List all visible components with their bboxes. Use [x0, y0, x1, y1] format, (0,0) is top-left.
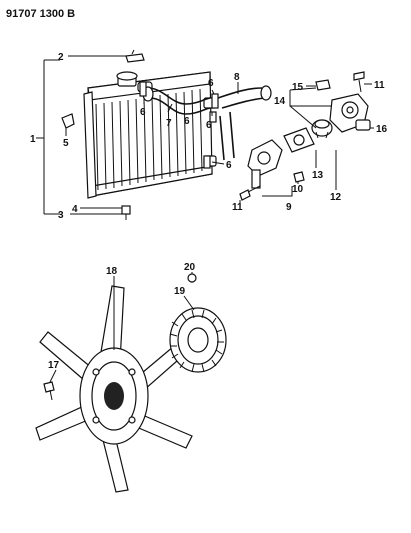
- callout-18: 18: [106, 266, 118, 277]
- bolt: [353, 71, 365, 93]
- callout-7: 7: [166, 118, 172, 129]
- reference-number: 91707 1300 B: [6, 8, 75, 20]
- callout-11a: 11: [374, 80, 385, 91]
- callout-19: 19: [174, 286, 186, 297]
- callout-16: 16: [376, 124, 388, 135]
- callout-14: 14: [274, 96, 286, 107]
- callout-15: 15: [292, 82, 304, 93]
- callout-6a: 6: [140, 107, 146, 118]
- cap-part: [125, 49, 145, 63]
- radiator-core: [95, 88, 203, 191]
- nut-20: [187, 273, 197, 283]
- cooling-fan: [35, 285, 195, 493]
- drain-cock: [121, 205, 131, 220]
- nut: [293, 171, 305, 183]
- bolt-lower: [239, 185, 261, 201]
- callout-12: 12: [330, 192, 342, 203]
- callout-11b: 11: [232, 202, 243, 213]
- side-bracket: [61, 113, 75, 129]
- hose-clamp: [139, 81, 219, 169]
- callout-4: 4: [72, 204, 78, 215]
- leader-lines: [36, 55, 374, 383]
- callout-1: 1: [30, 134, 36, 145]
- callout-6e: 6: [226, 160, 232, 171]
- callout-9: 9: [286, 202, 292, 213]
- callout-2: 2: [58, 52, 64, 63]
- fan-clutch: [169, 307, 227, 373]
- fan-bolt: [43, 381, 55, 401]
- radiator-cap: [116, 71, 138, 87]
- water-inlet-fitting: [247, 139, 283, 189]
- callout-20: 20: [184, 262, 196, 273]
- gasket: [283, 127, 315, 153]
- callout-13: 13: [312, 170, 324, 181]
- callout-8: 8: [234, 72, 240, 83]
- callout-17: 17: [48, 360, 60, 371]
- thermostat: [311, 119, 333, 139]
- thermostat-housing: [329, 93, 371, 133]
- callout-10: 10: [292, 184, 304, 195]
- callout-6b: 6: [208, 78, 214, 89]
- callout-3: 3: [58, 210, 64, 221]
- callout-6c: 6: [184, 116, 190, 127]
- callout-labels: 1 2 3 4 5 6 6 6 6 6 7 8 9 10 11 11 12 13…: [30, 52, 388, 371]
- callout-6d: 6: [206, 120, 212, 131]
- callout-5: 5: [63, 138, 69, 149]
- sensor-fitting: [315, 79, 331, 91]
